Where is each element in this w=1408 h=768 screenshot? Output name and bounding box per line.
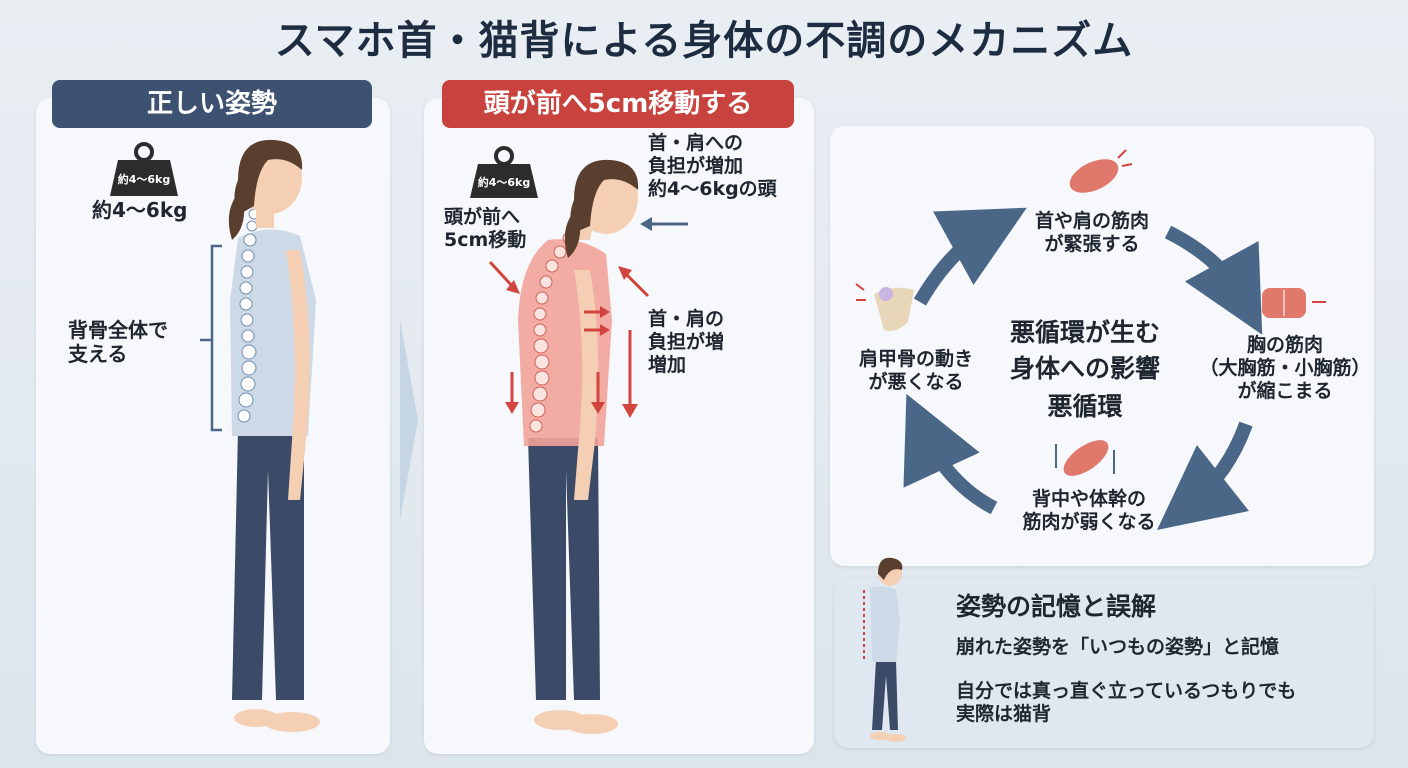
cycle-node-left: 肩甲骨の動き が悪くなる [858, 348, 973, 393]
weight-icon: 約4～6kg [110, 142, 178, 196]
spine-support-label: 背骨全体で 支える [68, 318, 168, 366]
correct-posture-header: 正しい姿勢 [52, 80, 372, 128]
neck-load-side-label: 首・肩の 負担が増 増加 [648, 308, 725, 376]
back-muscle-icon [1055, 440, 1115, 476]
spine-bracket [210, 244, 222, 432]
posture-memory-panel [834, 578, 1374, 748]
weight-badge-text: 約4～6kg [118, 172, 171, 186]
vicious-cycle-panel [830, 126, 1374, 566]
memory-line2: 自分では真っ直ぐ立っているつもりでも 実際は猫背 [956, 680, 1297, 725]
shoulder-blade-icon [855, 283, 914, 331]
page-title: スマホ首・猫背による身体の不調のメカニズム [274, 18, 1134, 64]
forward-head-header: 頭が前へ5cm移動する [442, 80, 794, 128]
neck-muscle-icon [1069, 149, 1133, 193]
cycle-center-line1: 悪循環が生む [1009, 318, 1160, 347]
weight-icon-mid: 約4～6kg [470, 146, 538, 198]
weight-badge-text-mid: 約4～6kg [478, 175, 531, 189]
left-weight-label: 約4～6kg [92, 198, 188, 222]
cycle-arrows [903, 207, 1263, 531]
cycle-center-line2: 身体への影響 [1009, 354, 1160, 383]
head-move-label: 頭が前へ 5cm移動 [444, 206, 527, 251]
cycle-node-top: 首や肩の筋肉 が緊張する [1034, 210, 1149, 255]
neck-load-top-label: 首・肩への 負担が増加 約4～6kgの頭 [648, 132, 777, 200]
load-arrows [488, 217, 688, 418]
cycle-node-bottom: 背中や体幹の 筋肉が弱くなる [1022, 488, 1156, 533]
memory-line1: 崩れた姿勢を「いつもの姿勢」と記憶 [956, 636, 1280, 658]
cycle-node-right: 胸の筋肉 （大胸筋・小胸筋） が縮こまる [1199, 334, 1371, 402]
cycle-center-line3: 悪循環 [1047, 392, 1123, 421]
chest-muscle-icon [1262, 288, 1326, 318]
memory-title: 姿勢の記憶と誤解 [956, 592, 1157, 621]
